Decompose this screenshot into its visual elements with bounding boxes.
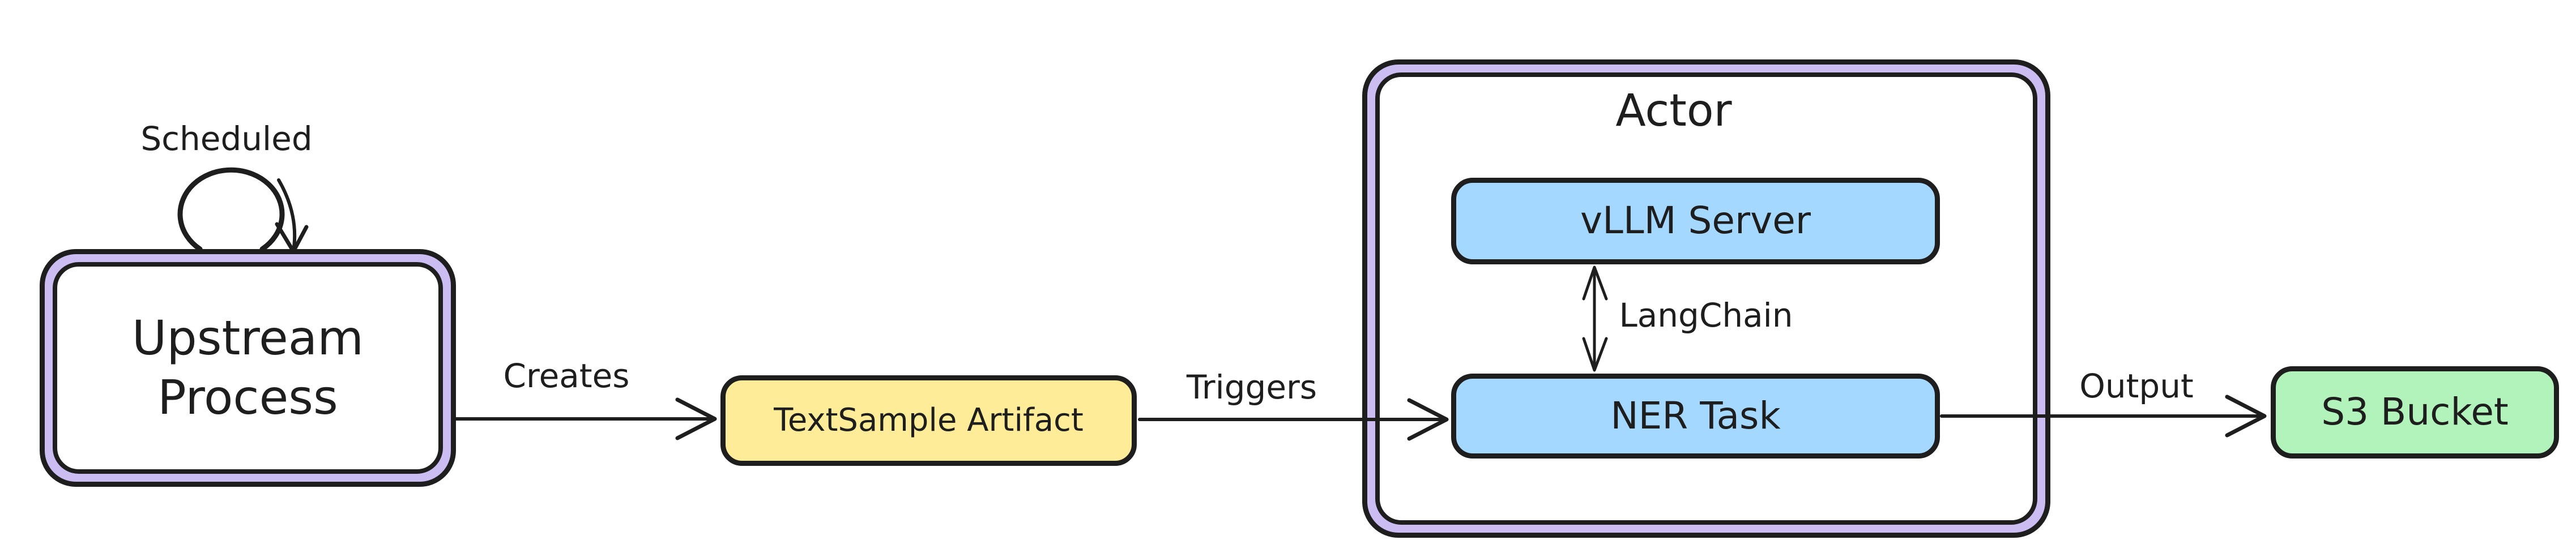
creates-arrowhead — [675, 397, 717, 440]
ner-task-node: NER Task — [1451, 374, 1940, 459]
actor-title: Actor — [1615, 85, 1732, 136]
scheduled-label: Scheduled — [140, 119, 313, 158]
vllm-server-node: vLLM Server — [1451, 178, 1940, 264]
s3-bucket-label: S3 Bucket — [2321, 390, 2509, 434]
output-arrowhead — [2225, 395, 2267, 438]
creates-label: Creates — [503, 357, 630, 395]
vllm-server-label: vLLM Server — [1580, 199, 1811, 243]
ner-task-label: NER Task — [1610, 393, 1781, 438]
triggers-label: Triggers — [1186, 368, 1317, 406]
scheduled-loop-arrow-tail — [277, 178, 297, 253]
s3-bucket-node: S3 Bucket — [2271, 366, 2559, 459]
scheduled-loop-arrow — [177, 167, 285, 252]
textsample-artifact-label: TextSample Artifact — [774, 402, 1084, 439]
scheduled-loop-arrowhead — [275, 222, 309, 254]
output-label: Output — [2079, 367, 2194, 405]
textsample-artifact-node: TextSample Artifact — [720, 375, 1137, 466]
upstream-process-label: Upstream Process — [131, 310, 364, 425]
upstream-process-node: Upstream Process — [40, 249, 456, 487]
langchain-label: LangChain — [1619, 296, 1793, 335]
upstream-process-node-inner: Upstream Process — [53, 262, 443, 474]
